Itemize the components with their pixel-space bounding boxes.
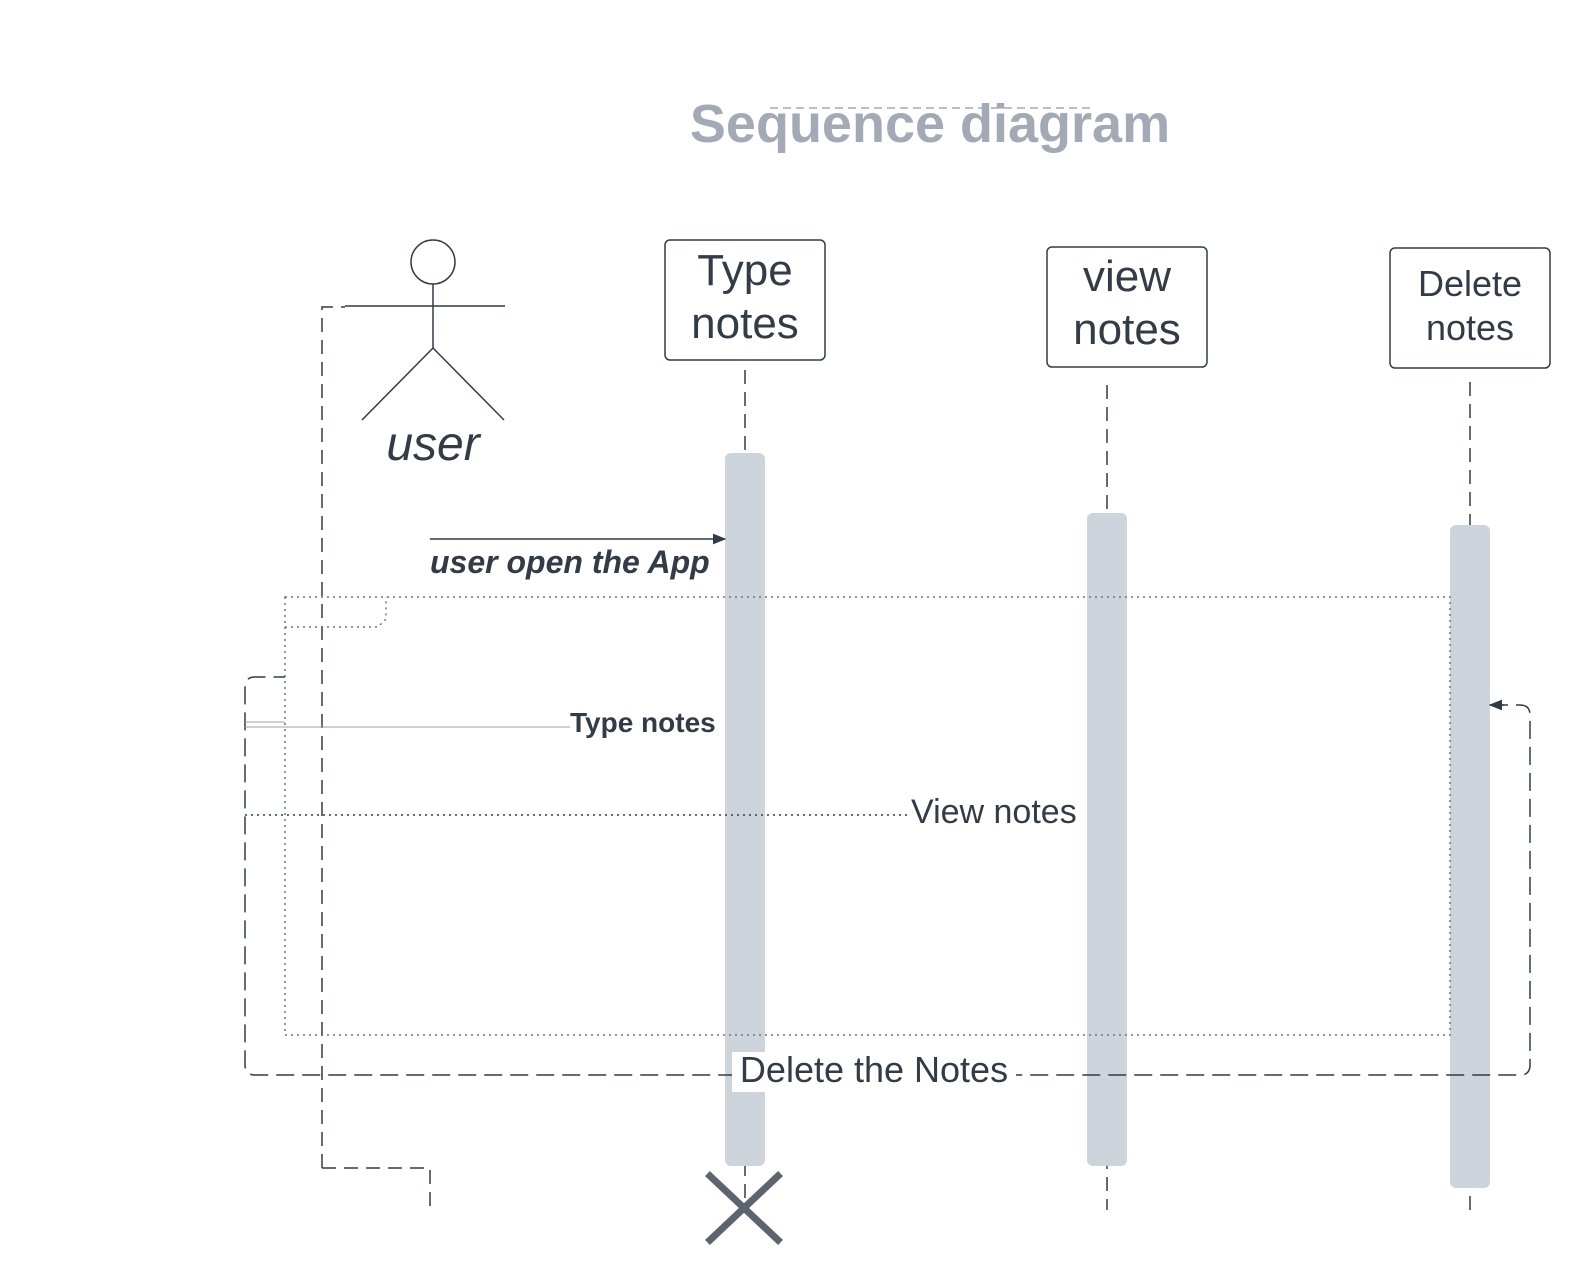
user-actor[interactable]: [345, 239, 505, 421]
lifeline-type-notes-line1: Type: [697, 246, 792, 295]
delete-notes-loop-path[interactable]: [244, 676, 1531, 1076]
message-type-notes-label: Type notes: [570, 707, 716, 738]
lifeline-header-view-notes[interactable]: view notes: [1046, 246, 1208, 368]
activation-type-notes: [725, 453, 765, 1166]
lifeline-header-delete-notes[interactable]: Delete notes: [1389, 247, 1551, 369]
fragment-label-tab: [285, 597, 387, 628]
loop-fragment-frame: [284, 596, 1451, 1036]
actor-head-icon: [410, 239, 456, 285]
message-view-notes-label: View notes: [911, 793, 1077, 831]
lifeline-view-notes-line2: notes: [1073, 305, 1181, 354]
lifeline-delete-notes-line1: Delete: [1418, 263, 1522, 304]
lifeline-type-notes-line2: notes: [691, 299, 799, 348]
message-delete-notes-label: Delete the Notes: [740, 1049, 1008, 1090]
lifeline-delete-notes-line2: notes: [1426, 307, 1514, 348]
lifeline-header-type-notes[interactable]: Type notes: [664, 239, 826, 361]
actor-name: user: [386, 418, 481, 471]
user-lifeline-end: [322, 1167, 431, 1210]
lifeline-view-notes-line1: view: [1083, 252, 1171, 301]
diagram-title: Sequence diagram: [690, 94, 1170, 154]
destroy-x-icon: [705, 1171, 783, 1245]
message-open-app-label: user open the App: [430, 544, 710, 580]
activation-view-notes: [1087, 513, 1127, 1166]
user-lifeline: [321, 306, 345, 1168]
activation-delete-notes: [1450, 525, 1490, 1188]
delete-label-background: [732, 1052, 1016, 1092]
